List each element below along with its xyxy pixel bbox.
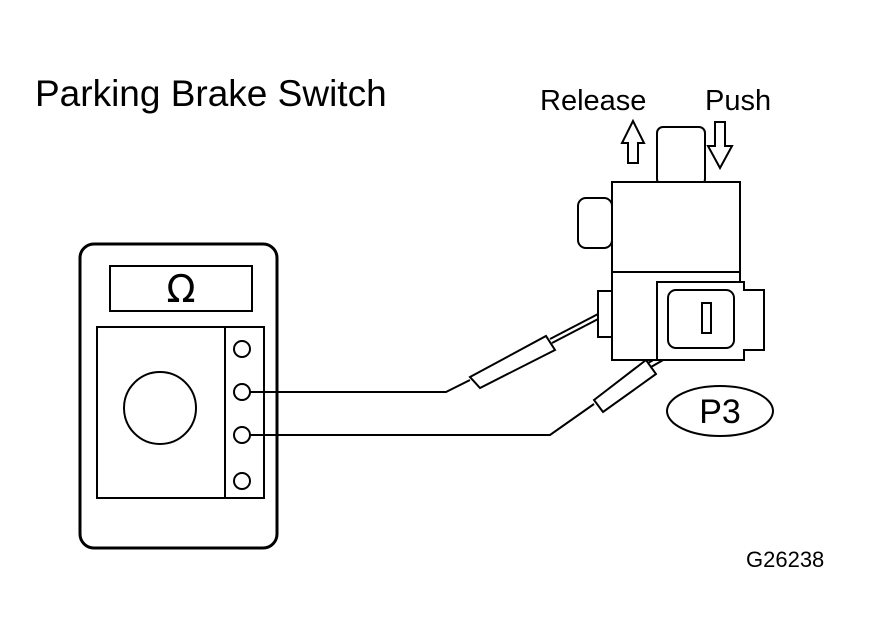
meter-terminal-3 bbox=[233, 426, 251, 444]
test-lead-lower-wire bbox=[250, 403, 595, 436]
meter-panel bbox=[96, 326, 265, 499]
switch-connector-inner bbox=[667, 289, 735, 349]
switch-upper-body bbox=[611, 181, 741, 275]
meter-terminal-1 bbox=[233, 340, 251, 358]
ohm-symbol: Ω bbox=[166, 267, 195, 311]
connector-callout-oval bbox=[666, 385, 774, 437]
switch-plunger bbox=[656, 126, 706, 186]
diagram-title: Parking Brake Switch bbox=[35, 73, 387, 114]
probe-upper-tip bbox=[549, 312, 603, 344]
parking-brake-switch bbox=[577, 126, 765, 361]
release-label: Release bbox=[540, 85, 646, 117]
probe-upper-handle bbox=[468, 334, 557, 390]
meter-display bbox=[109, 265, 253, 312]
ohmmeter: Ω bbox=[78, 242, 279, 550]
meter-body bbox=[78, 242, 279, 550]
meter-dial bbox=[123, 371, 197, 445]
push-label: Push bbox=[705, 85, 771, 117]
arrow-up-icon bbox=[620, 118, 646, 164]
meter-terminal-4 bbox=[233, 472, 251, 490]
figure-code: G26238 bbox=[746, 547, 824, 572]
connector-terminal-pin bbox=[701, 302, 712, 334]
switch-side-tab bbox=[577, 197, 613, 249]
test-lead-upper-wire bbox=[250, 379, 471, 393]
arrow-down-icon bbox=[706, 121, 734, 171]
switch-terminal-block bbox=[597, 290, 613, 338]
connector-id-label: P3 bbox=[699, 393, 741, 431]
meter-terminal-2 bbox=[233, 383, 251, 401]
probe-lower-handle bbox=[592, 358, 658, 414]
